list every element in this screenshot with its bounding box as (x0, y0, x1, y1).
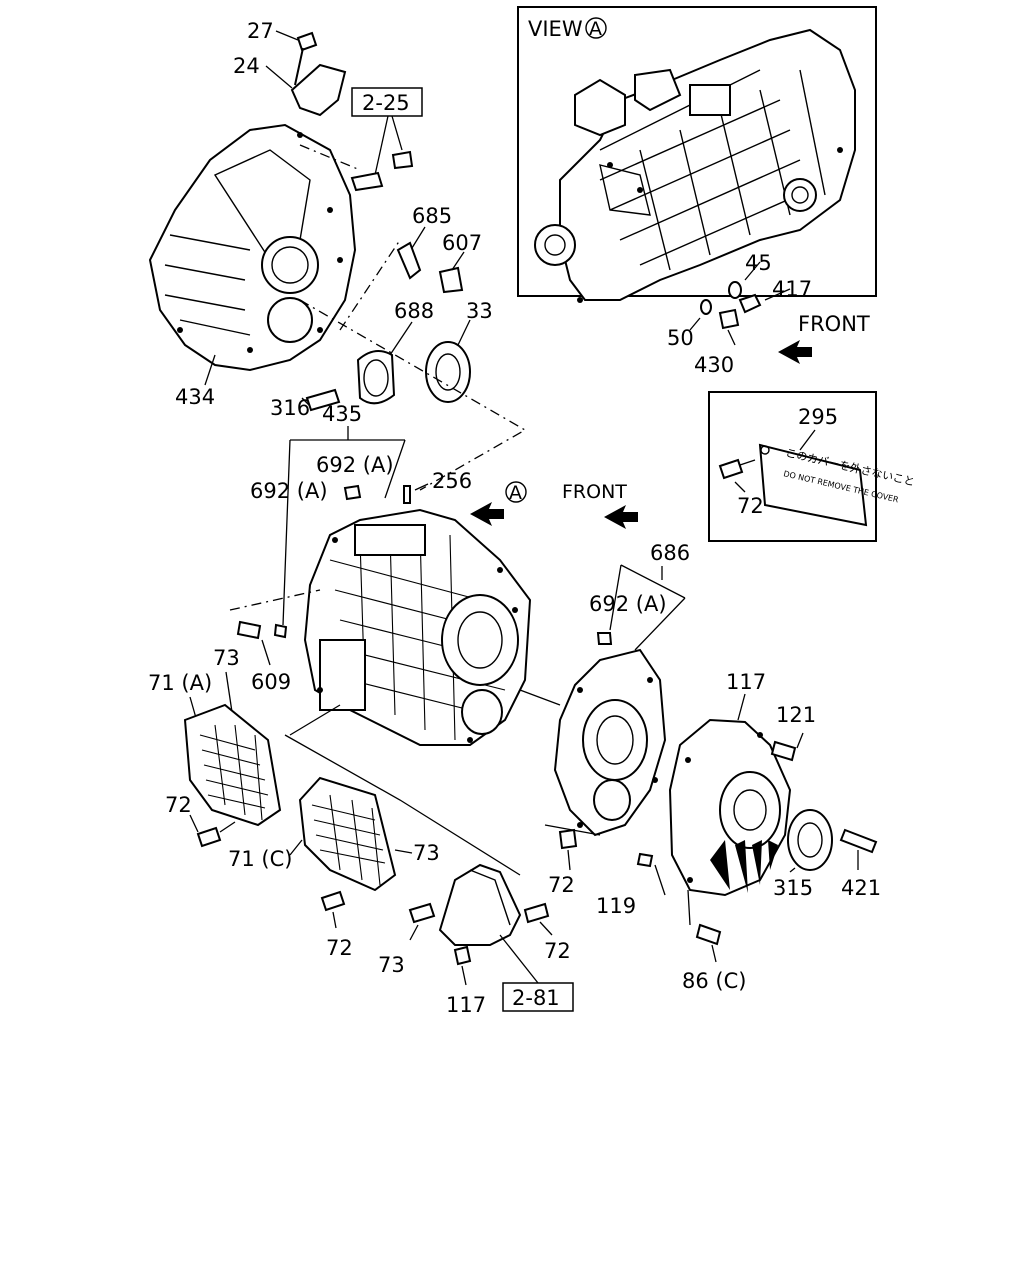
callout-692a-1: 692 (A) (316, 453, 394, 477)
bolt-72-bottom (320, 890, 346, 912)
main-marker-circle (505, 481, 527, 503)
bolt-315 (558, 828, 578, 850)
nut-121 (453, 945, 472, 966)
bolt-2-25-a (350, 171, 384, 192)
view-a-marker-circle (585, 17, 607, 39)
intermediate-plate-686 (553, 648, 667, 837)
main-marker-arrow (470, 502, 504, 526)
bolt-27 (294, 31, 318, 86)
callout-417: 417 (772, 277, 812, 301)
callout-90: 315 (773, 876, 813, 900)
callout-430: 430 (694, 353, 734, 377)
gasket-50 (700, 299, 712, 315)
callout-686: 686 (650, 541, 690, 565)
bolt-2-25-b (391, 150, 414, 170)
plug-430 (718, 308, 740, 330)
callout-434: 434 (175, 385, 215, 409)
callout-117: 73 (378, 953, 405, 977)
callout-73-bottom: 73 (413, 841, 440, 865)
pin-692a-1 (343, 484, 362, 501)
main-front-label: FRONT (562, 481, 627, 503)
callout-27: 27 (247, 19, 274, 43)
clip-685 (396, 241, 422, 280)
view-a-marker: A (589, 18, 602, 40)
pin-256 (403, 485, 411, 504)
callout-71c: 71 (C) (228, 847, 292, 871)
bolt-86c-bottom (695, 923, 722, 946)
callout-256: 256 (432, 469, 472, 493)
callout-685: 685 (412, 204, 452, 228)
callout-692a-3: 692 (A) (589, 592, 667, 616)
callout-688: 688 (394, 299, 434, 323)
callout-45: 45 (745, 251, 772, 275)
label-plate-frame (708, 391, 877, 542)
ref-2-81[interactable]: 2-81 (512, 986, 560, 1010)
bolt-117 (408, 902, 436, 924)
callout-609: 609 (251, 670, 291, 694)
side-cover-71a (183, 703, 282, 827)
view-a-front-arrow (778, 340, 812, 364)
pin-692b (636, 852, 654, 868)
stud-119 (523, 902, 550, 924)
oil-seal-33 (425, 341, 471, 403)
pin-692a-2 (273, 623, 288, 639)
callout-86c-top: 121 (776, 703, 816, 727)
view-a-transmission-drawing (534, 28, 856, 303)
view-a-front-label: FRONT (798, 312, 870, 336)
bracket-24 (290, 63, 347, 117)
callout-692a-2: 692 (A) (250, 479, 328, 503)
bolt-72-left (196, 826, 222, 848)
callout-72-left: 72 (165, 793, 192, 817)
callout-97: 421 (841, 876, 881, 900)
callout-315: 72 (548, 873, 575, 897)
pin-692a-3 (596, 632, 613, 645)
callout-24: 24 (233, 54, 260, 78)
bolt-607 (438, 266, 464, 294)
side-cover-71c (298, 776, 397, 892)
callout-72-bottom: 72 (326, 936, 353, 960)
bolt-609 (236, 620, 262, 640)
main-marker: A (509, 482, 522, 504)
callout-692b: 119 (596, 894, 636, 918)
callout-607: 607 (442, 231, 482, 255)
callout-435: 435 (322, 402, 362, 426)
callout-86c-bottom: 86 (C) (682, 969, 746, 993)
pto-cover (438, 863, 522, 946)
bolt-72-plate (718, 458, 744, 480)
callout-316: 316 (270, 396, 310, 420)
caution-plate (758, 443, 868, 527)
clutch-housing-434 (148, 123, 357, 372)
bolt-86c-top (770, 740, 797, 762)
view-a-frame (517, 6, 877, 297)
callout-72-plate: 72 (737, 494, 764, 518)
oil-seal-90 (787, 809, 833, 871)
callout-33: 33 (466, 299, 493, 323)
callout-71a: 71 (A) (148, 671, 212, 695)
callout-119: 72 (544, 939, 571, 963)
main-case-435 (303, 508, 532, 746)
callout-121: 117 (446, 993, 486, 1017)
rear-cover-421 (668, 718, 792, 897)
stud-97 (839, 828, 878, 854)
callout-73-top: 73 (213, 646, 240, 670)
ref-box-2-25[interactable] (351, 87, 423, 117)
ref-2-25[interactable]: 2-25 (362, 91, 410, 115)
o-ring-45 (728, 281, 742, 299)
callout-421: 117 (726, 670, 766, 694)
plug-417 (738, 293, 762, 314)
callout-295: 295 (798, 405, 838, 429)
main-front-arrow (604, 505, 638, 529)
callout-50: 50 (667, 326, 694, 350)
view-a-inset: VIEW A 45 417 50 430 (517, 6, 877, 377)
view-a-title: VIEW (528, 17, 583, 41)
label-plate-inset: 295 このカバーを外さないこと DO NOT REMOVE THE COVER… (708, 391, 916, 542)
